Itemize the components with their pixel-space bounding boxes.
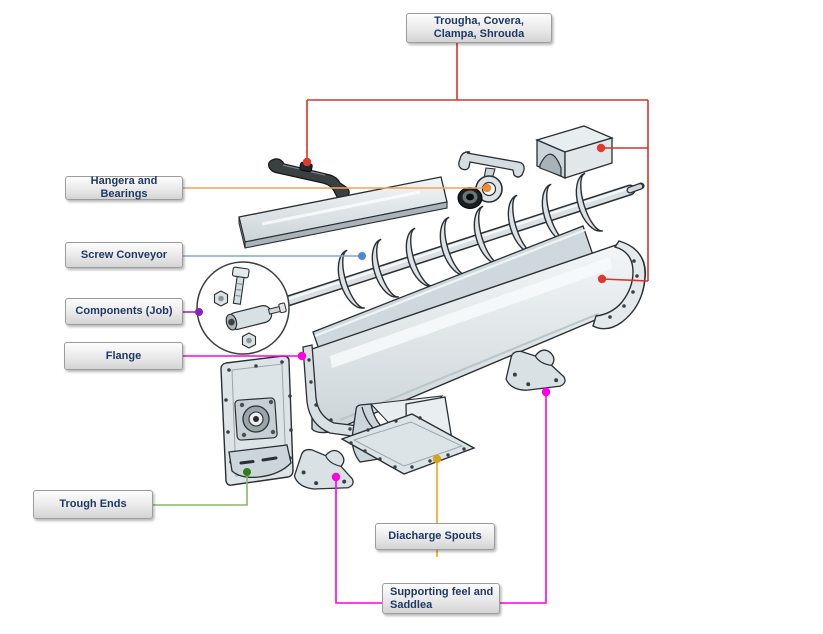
trough-end-art bbox=[220, 355, 294, 486]
dot-saddle bbox=[432, 454, 442, 464]
label-text: Flange bbox=[105, 349, 142, 362]
label-screw-conveyor: Screw Conveyor bbox=[65, 242, 183, 268]
dot-foot-left bbox=[331, 472, 341, 482]
label-flange: Flange bbox=[64, 342, 183, 370]
dot-flange bbox=[297, 351, 307, 361]
dot-trough bbox=[597, 274, 607, 284]
dot-hanger bbox=[482, 183, 492, 193]
saddle-art bbox=[340, 395, 476, 475]
dot-foot-right bbox=[541, 387, 551, 397]
label-text: Trougha, Covera, Clampa, Shrouda bbox=[433, 15, 525, 40]
connector-supporting bbox=[335, 392, 547, 604]
trough-art bbox=[302, 225, 646, 439]
label-text: Screw Conveyor bbox=[80, 248, 168, 261]
callout-connectors bbox=[153, 43, 649, 604]
screw-art bbox=[282, 172, 645, 309]
label-text: Hangera and Bearings bbox=[90, 175, 158, 200]
bearing-art bbox=[457, 187, 483, 209]
label-text: Components (Job) bbox=[75, 305, 173, 317]
dot-components bbox=[195, 308, 203, 316]
dot-clamp bbox=[302, 157, 312, 167]
label-discharge-spouts: Diacharge Spouts bbox=[375, 523, 495, 550]
components-detail-art bbox=[196, 261, 290, 355]
dot-screw bbox=[358, 252, 366, 260]
label-troughs-covers-clamps-shrouds: Trougha, Covera, Clampa, Shrouda bbox=[406, 13, 552, 43]
dot-shroud bbox=[596, 143, 606, 153]
foot-right-art bbox=[505, 349, 566, 391]
label-text: Supporting feel and Saddlea bbox=[390, 585, 494, 611]
label-trough-ends: Trough Ends bbox=[33, 490, 153, 519]
callout-dots bbox=[195, 143, 607, 482]
label-text: Trough Ends bbox=[59, 498, 127, 510]
label-components-job: Components (Job) bbox=[65, 298, 183, 325]
label-hangers-and-bearings: Hangera and Bearings bbox=[65, 175, 183, 200]
dot-trough-end bbox=[243, 468, 251, 476]
connector-trough-covers bbox=[306, 43, 649, 282]
label-text: Diacharge Spouts bbox=[388, 530, 482, 542]
connector-trough-ends bbox=[153, 472, 248, 506]
cover-art bbox=[238, 176, 448, 249]
foot-left-art bbox=[293, 448, 354, 490]
label-supporting-feet-saddles: Supporting feel and Saddlea bbox=[382, 583, 500, 614]
